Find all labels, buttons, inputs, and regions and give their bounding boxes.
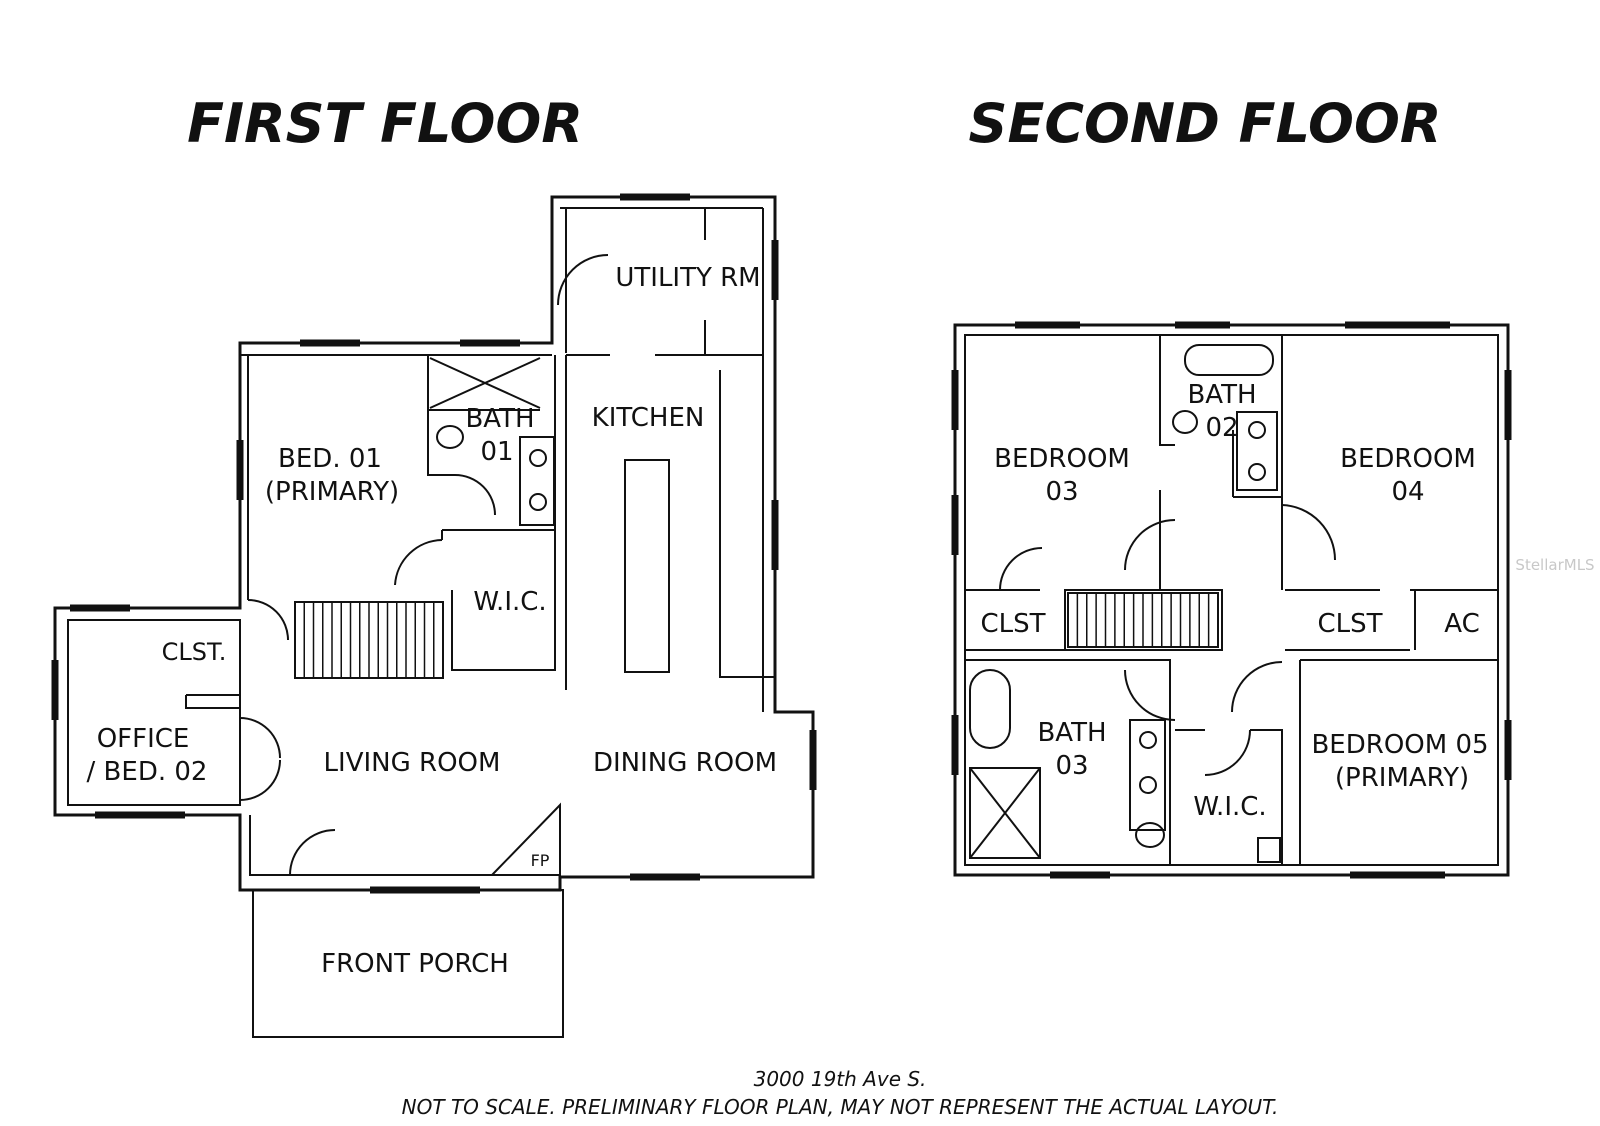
footer-address: 3000 19th Ave S. bbox=[754, 1067, 927, 1091]
first-floor-windows bbox=[51, 193, 817, 894]
front-door bbox=[289, 829, 336, 876]
dining-room-label: DINING ROOM bbox=[593, 748, 777, 778]
wic-label: W.I.C. bbox=[473, 587, 546, 617]
wic-hatch bbox=[1257, 837, 1281, 863]
bed01-door bbox=[247, 599, 289, 641]
first-floor-title: FIRST FLOOR bbox=[187, 92, 583, 155]
bedroom05-label-line2: (PRIMARY) bbox=[1335, 763, 1469, 793]
bath03-tub bbox=[969, 669, 1011, 749]
bath01-vanity bbox=[519, 436, 555, 526]
bath02-label-line2: 02 bbox=[1205, 413, 1238, 443]
bath01-door bbox=[454, 474, 496, 516]
bath01-label-line2: 01 bbox=[480, 437, 513, 467]
utility-door bbox=[557, 254, 609, 306]
living-room-label: LIVING ROOM bbox=[324, 748, 501, 778]
bedroom03-label-line1: BEDROOM bbox=[994, 444, 1130, 474]
bedroom05-label-line1: BEDROOM 05 bbox=[1311, 730, 1488, 760]
bath03-doors bbox=[1124, 661, 1283, 721]
first-floor-plan: UTILITY RM KITCHEN BATH 01 BED. 01 (PRIM… bbox=[51, 193, 817, 1038]
office-label-line1: OFFICE bbox=[97, 724, 190, 754]
bath01-shower bbox=[429, 357, 541, 409]
bath01-label-line1: BATH bbox=[465, 404, 534, 434]
second-floor-title: SECOND FLOOR bbox=[969, 92, 1442, 155]
bed01-label-line1: BED. 01 bbox=[278, 444, 382, 474]
office-label-line2: / BED. 02 bbox=[87, 757, 208, 787]
kitchen-island bbox=[624, 459, 670, 673]
bed03-closet-door bbox=[999, 547, 1043, 591]
wic-door bbox=[1204, 729, 1251, 776]
bath02-label-line1: BATH bbox=[1187, 380, 1256, 410]
bath02-tub bbox=[1184, 344, 1274, 376]
bedroom04-label-line2: 04 bbox=[1391, 477, 1424, 507]
watermark: StellarMLS bbox=[1515, 556, 1594, 574]
ac-label: AC bbox=[1444, 609, 1479, 639]
bath03-vanity bbox=[1129, 719, 1166, 831]
wic-door bbox=[394, 539, 443, 586]
hall-doors bbox=[1124, 504, 1336, 571]
bedroom03-label-line2: 03 bbox=[1045, 477, 1078, 507]
kitchen-label: KITCHEN bbox=[592, 403, 705, 433]
utility-room-label: UTILITY RM bbox=[615, 263, 760, 293]
front-porch-label: FRONT PORCH bbox=[321, 949, 509, 979]
bath01-toilet bbox=[436, 425, 464, 449]
second-floor-windows bbox=[951, 321, 1512, 879]
bath03-label-line2: 03 bbox=[1055, 751, 1088, 781]
bedroom04-label-line1: BEDROOM bbox=[1340, 444, 1476, 474]
first-floor-outer-wall bbox=[53, 195, 815, 892]
footer-disclaimer: NOT TO SCALE. PRELIMINARY FLOOR PLAN, MA… bbox=[402, 1095, 1279, 1119]
second-floor-outer-wall bbox=[953, 323, 1510, 877]
wic-label: W.I.C. bbox=[1193, 792, 1266, 822]
bath03-label-line1: BATH bbox=[1037, 718, 1106, 748]
fireplace bbox=[489, 802, 561, 876]
second-floor-plan: BATH 02 BEDROOM 03 BEDROOM 04 CLST CLST … bbox=[951, 321, 1512, 879]
bath03-shower bbox=[969, 767, 1041, 859]
closet-label: CLST. bbox=[162, 638, 227, 666]
fireplace-label: FP bbox=[531, 851, 550, 870]
office-double-door bbox=[239, 717, 281, 801]
bath02-vanity bbox=[1236, 411, 1278, 491]
bed01-label-line2: (PRIMARY) bbox=[265, 477, 399, 507]
closet-left-label: CLST bbox=[980, 609, 1045, 639]
closet-right-label: CLST bbox=[1317, 609, 1382, 639]
bath03-toilet bbox=[1135, 822, 1165, 848]
bath02-toilet bbox=[1172, 410, 1198, 434]
